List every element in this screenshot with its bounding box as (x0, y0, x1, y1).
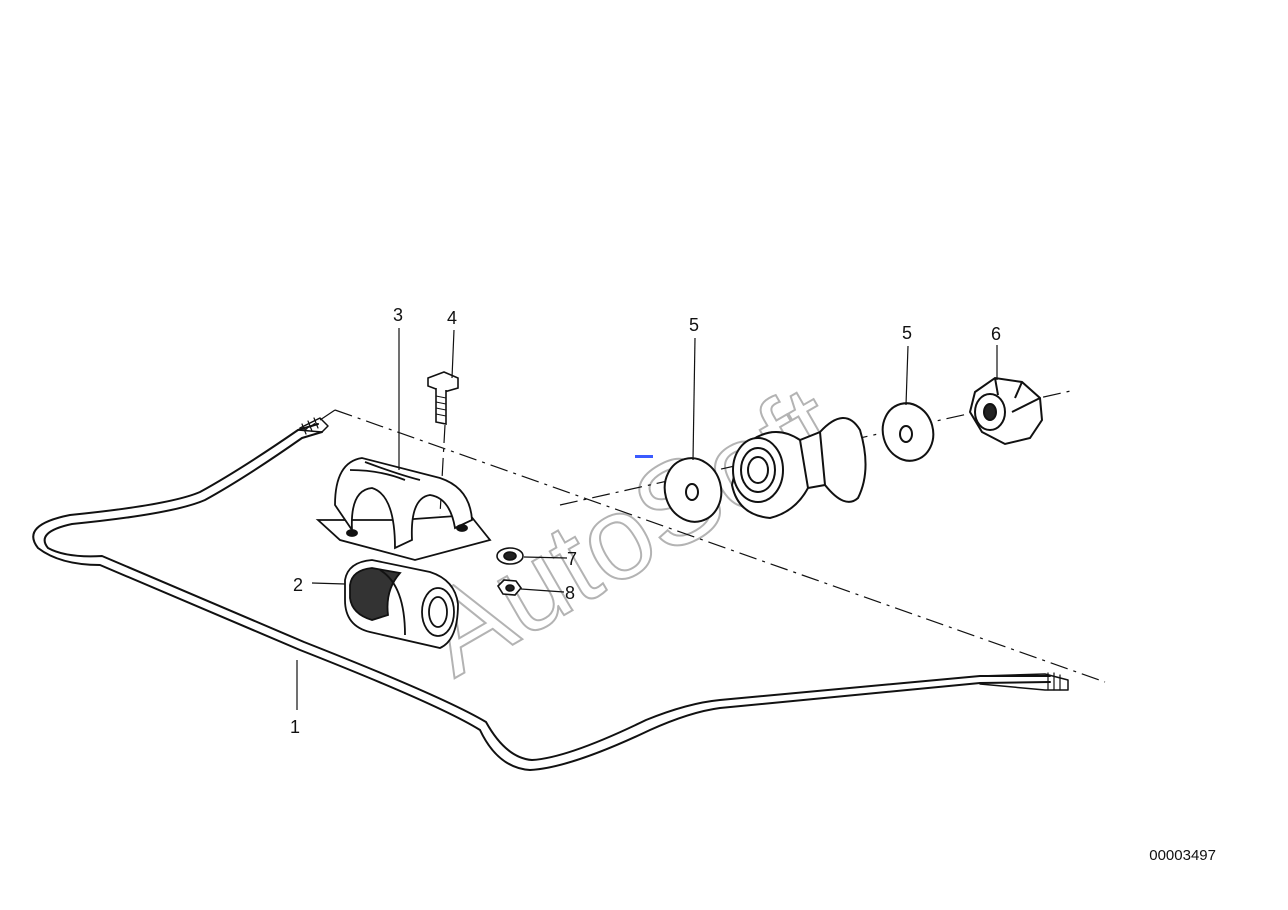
small-washer (496, 547, 524, 565)
washer-left (663, 457, 723, 523)
link-bearing (730, 417, 867, 520)
rubber-mounting (344, 559, 459, 649)
callout-5-right: 5 (902, 323, 912, 343)
callout-4: 4 (447, 308, 457, 328)
cap-nut (968, 376, 1044, 446)
washer-right (881, 402, 935, 462)
screw (427, 371, 459, 425)
callout-3: 3 (393, 305, 403, 325)
leader-lines (296, 328, 998, 710)
bracket (315, 457, 492, 561)
callout-6: 6 (991, 324, 1001, 344)
callout-labels: 1 2 3 4 5 5 6 7 8 (290, 305, 1001, 737)
callout-7: 7 (567, 549, 577, 569)
callout-2: 2 (293, 575, 303, 595)
callout-1: 1 (290, 717, 300, 737)
callout-5-left: 5 (689, 315, 699, 335)
stabilizer-bar (32, 417, 1069, 771)
hex-nut (496, 579, 523, 596)
callout-8: 8 (565, 583, 575, 603)
marker-dash (635, 455, 653, 458)
reference-number: 00003497 (1149, 847, 1216, 864)
